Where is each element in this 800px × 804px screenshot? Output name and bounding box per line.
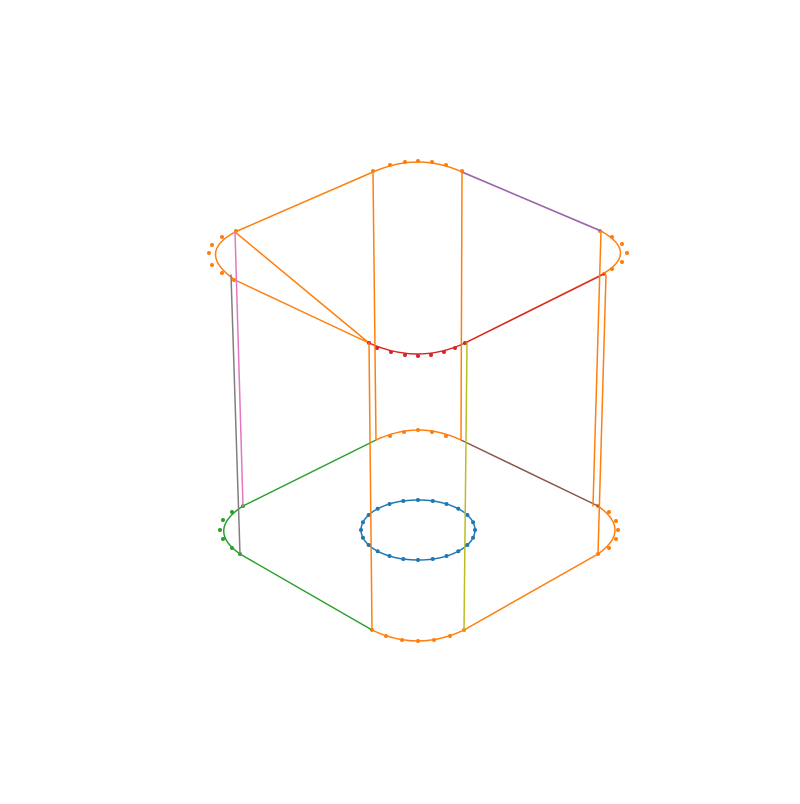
top-rim-vertex <box>388 163 392 167</box>
vertical-line-pink <box>234 231 244 507</box>
top-rim-vertex <box>620 242 624 246</box>
top-rim-vertex <box>416 159 420 163</box>
vertical-lines-orange <box>368 171 607 631</box>
bottom-rim-vertex <box>614 519 618 523</box>
bottom-left-edges <box>218 439 377 631</box>
top-front-right-edge-vertex <box>463 341 467 345</box>
top-rim-vertex <box>620 260 624 264</box>
top-rim-vertex <box>610 235 614 239</box>
bottom-left-edges-vertex <box>221 518 225 522</box>
inner-hole-circle-vertex <box>465 513 470 517</box>
inner-hole-circle <box>359 498 477 562</box>
top-rim-line <box>214 161 622 344</box>
bottom-back-right-edge <box>460 439 599 507</box>
top-front-right-edge-vertex <box>442 350 446 354</box>
inner-hole-circle-vertex <box>471 535 476 540</box>
bottom-rim <box>370 428 620 643</box>
inner-hole-circle-vertex <box>401 499 406 504</box>
bottom-back-right-edge-line <box>460 439 599 507</box>
inner-hole-circle-vertex <box>465 543 470 547</box>
bottom-rim-vertex <box>607 546 611 550</box>
vertical-line-olive-line <box>463 342 468 631</box>
top-front-right-edge-vertex <box>375 346 379 350</box>
bottom-rim-vertex <box>448 634 452 638</box>
bottom-rim-line <box>371 429 616 642</box>
inner-hole-circle-vertex <box>430 556 435 561</box>
inner-hole-circle-vertex <box>473 528 477 532</box>
bottom-left-edges-vertex <box>221 537 225 541</box>
inner-hole-circle-vertex <box>360 535 365 540</box>
bottom-rim-vertex <box>416 428 420 432</box>
inner-hole-circle-vertex <box>471 520 476 525</box>
bottom-rim-vertex <box>402 430 406 434</box>
bottom-rim-vertex <box>388 434 392 438</box>
vertical-lines-orange-line <box>368 171 607 631</box>
bottom-left-edges-line <box>223 439 377 631</box>
top-rim-vertex <box>403 160 407 164</box>
inner-hole-circle-vertex <box>375 506 380 511</box>
bottom-rim-vertex <box>430 430 434 434</box>
bottom-rim-vertex <box>384 634 388 638</box>
bottom-left-edges-vertex <box>218 528 222 532</box>
bottom-rim-vertex <box>400 638 404 642</box>
top-front-right-edge-vertex <box>403 353 407 357</box>
inner-hole-circle-vertex <box>416 498 420 502</box>
top-rim-vertex <box>610 267 614 271</box>
top-rim-vertex <box>444 163 448 167</box>
top-front-right-edge-line <box>368 273 605 355</box>
inner-hole-circle-vertex <box>416 558 420 562</box>
vertical-line-olive <box>463 342 468 631</box>
inner-hole-circle-vertex <box>456 506 461 511</box>
top-back-right-edge <box>461 171 602 232</box>
inner-hole-circle-vertex <box>387 553 392 558</box>
top-front-right-edge-vertex <box>453 346 457 350</box>
inner-hole-circle-vertex <box>456 549 461 554</box>
inner-hole-circle-vertex <box>430 499 435 504</box>
bottom-rim-vertex <box>416 639 420 643</box>
bottom-rim-vertex <box>432 638 436 642</box>
top-rim-vertex <box>625 251 629 255</box>
top-rim-vertex <box>220 271 224 275</box>
top-rim-vertex <box>371 169 375 173</box>
top-rim-vertex <box>232 278 236 282</box>
bottom-rim-vertex <box>616 528 620 532</box>
top-rim-vertex <box>210 243 214 247</box>
inner-hole-circle-vertex <box>375 549 380 554</box>
top-front-right-edge-vertex <box>429 353 433 357</box>
top-front-right-edge-vertex <box>389 350 393 354</box>
inner-hole-circle-vertex <box>366 543 371 547</box>
bottom-rim-vertex <box>614 537 618 541</box>
inner-hole-circle-vertex <box>366 513 371 517</box>
top-back-right-edge-line <box>461 171 602 232</box>
top-front-right-edge-vertex <box>416 354 420 358</box>
top-rim-vertex <box>430 160 434 164</box>
inner-hole-circle-vertex <box>387 502 392 507</box>
top-rim <box>207 159 629 344</box>
top-front-right-edge <box>367 273 605 358</box>
bottom-left-edges-vertex <box>230 546 234 550</box>
inner-hole-circle-vertex <box>359 528 363 532</box>
bottom-rim-vertex <box>607 510 611 514</box>
top-rim-vertex <box>207 251 211 255</box>
vertical-line-gray <box>230 274 241 555</box>
inner-hole-circle-vertex <box>401 556 406 561</box>
top-rim-vertex <box>210 263 214 267</box>
bottom-left-edges-vertex <box>230 510 234 514</box>
inner-hole-circle-vertex <box>444 502 449 507</box>
bottom-rim-vertex <box>444 434 448 438</box>
inner-hole-circle-vertex <box>360 520 365 525</box>
vertical-line-pink-line <box>234 231 244 507</box>
top-rim-vertex <box>220 235 224 239</box>
vertical-line-gray-line <box>230 274 241 555</box>
inner-hole-circle-vertex <box>444 553 449 558</box>
